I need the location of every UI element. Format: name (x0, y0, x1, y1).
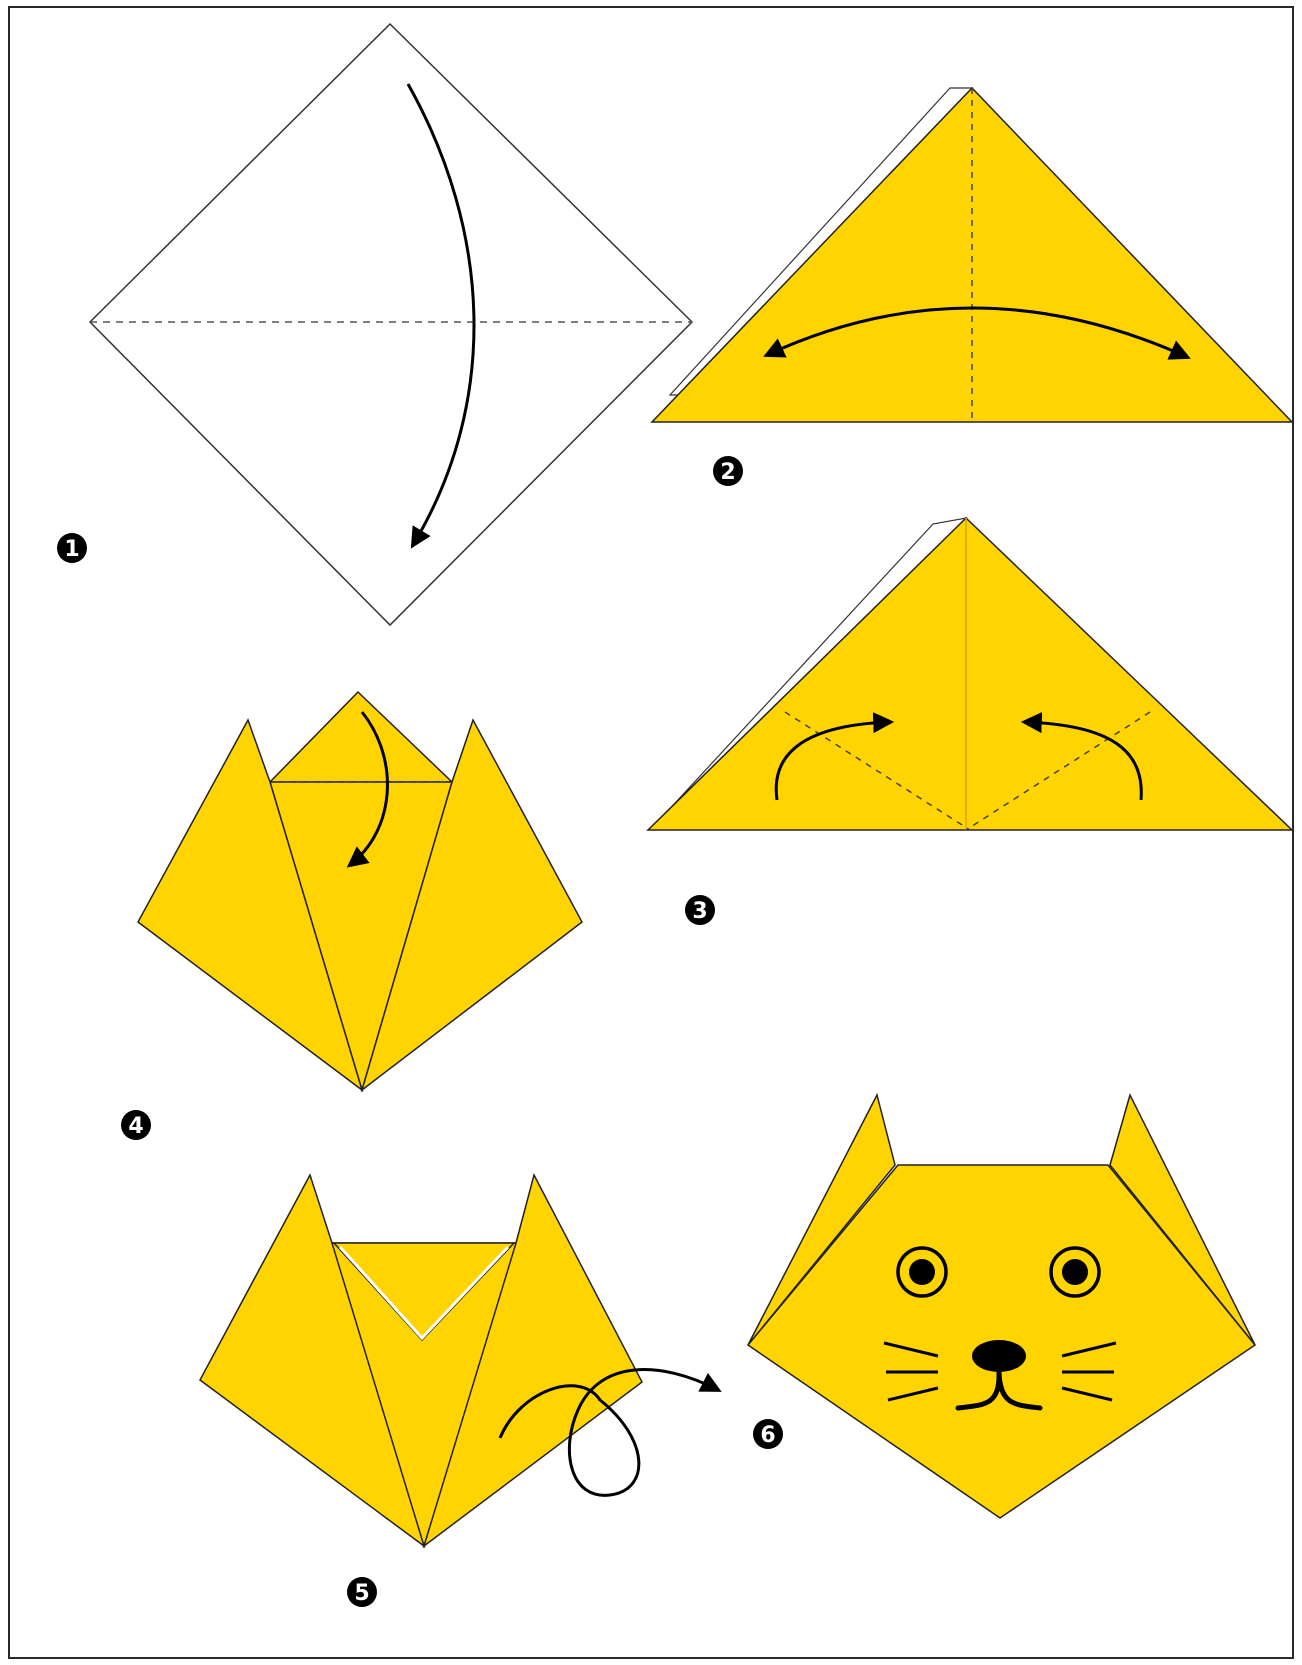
svg-text:2: 2 (720, 460, 735, 485)
step-6-badge: 6 (753, 1419, 783, 1449)
step-4-shape (137, 690, 583, 1093)
step-6-cat-face (746, 1092, 1257, 1519)
step-3-badge: 3 (685, 895, 715, 925)
right-eye (1049, 1246, 1101, 1298)
step-2-badge: 2 (713, 456, 743, 486)
fold-line-left (784, 711, 971, 831)
step-2-triangle (650, 86, 1294, 423)
nose (972, 1340, 1026, 1372)
svg-text:4: 4 (128, 1114, 143, 1139)
step-4-badge: 4 (121, 1110, 151, 1140)
step-5-badge: 5 (347, 1577, 377, 1607)
step-1-badge: 1 (57, 533, 87, 563)
svg-text:6: 6 (760, 1423, 775, 1448)
turn-over-arrow-icon (498, 1368, 722, 1497)
svg-text:1: 1 (64, 537, 79, 562)
double-headed-arrow-icon (763, 306, 1191, 360)
step-3-triangle (646, 516, 1294, 831)
step-1-square (88, 22, 694, 627)
fold-tip-down-arrow-icon (346, 711, 389, 868)
fold-up-arrows-icon (774, 712, 895, 801)
fold-line-right (965, 711, 1151, 831)
left-ear (747, 1092, 896, 1346)
left-eye (896, 1246, 948, 1298)
mouth-right (996, 1369, 1043, 1411)
fold-down-arrow-icon (406, 83, 476, 549)
fold-up-arrows-icon (1020, 712, 1143, 801)
step-5-shape (199, 1172, 722, 1549)
svg-text:5: 5 (354, 1581, 369, 1606)
whiskers (883, 1341, 1117, 1402)
right-ear (1109, 1092, 1256, 1346)
svg-text:3: 3 (692, 899, 707, 924)
